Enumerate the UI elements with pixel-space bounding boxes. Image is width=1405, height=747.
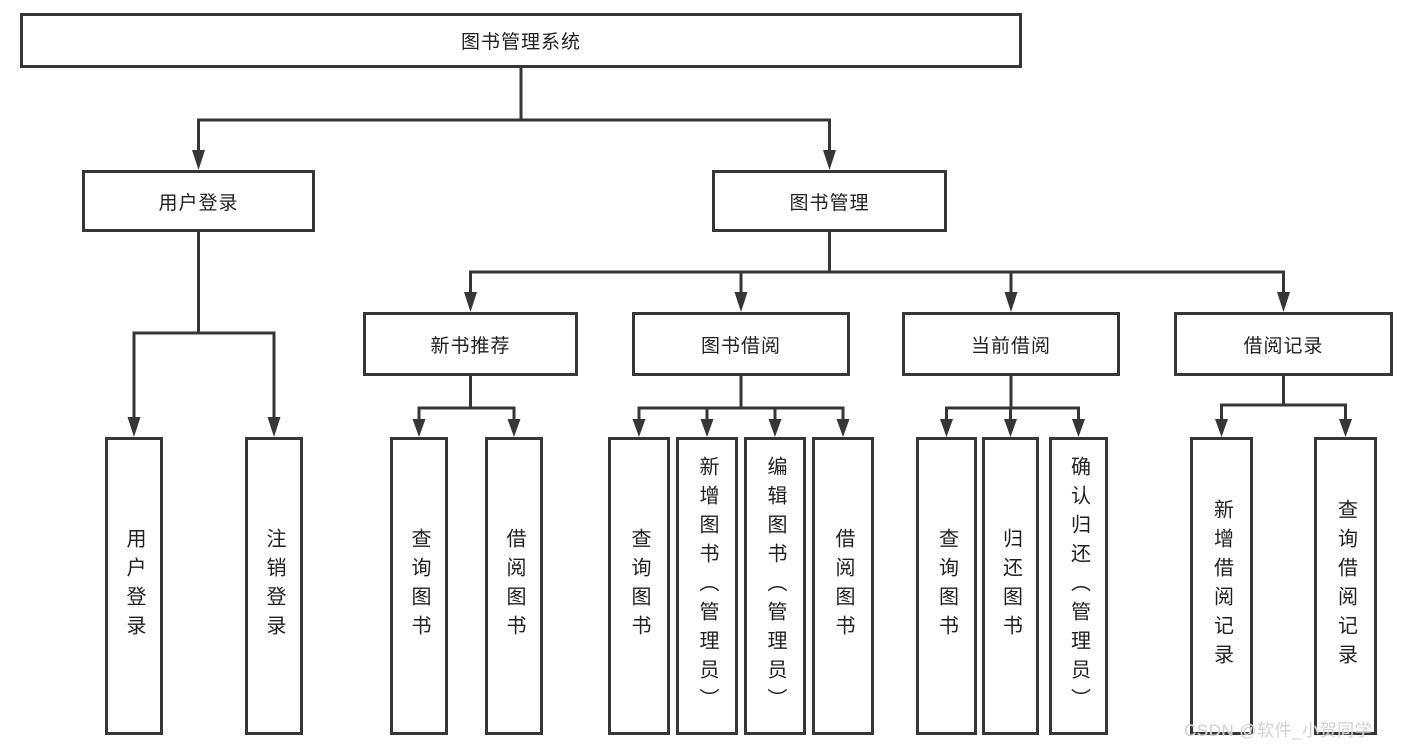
leaf-logout: 注销登录 (245, 437, 303, 735)
leaf-label: 新增借阅记录 (1210, 499, 1233, 673)
node-borrow-record: 借阅记录 (1174, 312, 1393, 376)
leaf-query-borrow-record: 查询借阅记录 (1314, 437, 1377, 735)
node-user-login-label: 用户登录 (158, 192, 239, 214)
leaf-label: 查询图书 (935, 528, 958, 644)
leaf-label: 查询图书 (628, 528, 650, 644)
leaf-label: 查询借阅记录 (1334, 499, 1357, 673)
node-book-mgmt: 图书管理 (712, 170, 947, 232)
node-book-borrow: 图书借阅 (632, 312, 850, 376)
leaf-add-books-admin: 新增图书（管理员） (676, 437, 738, 735)
node-current-borrow: 当前借阅 (902, 312, 1120, 376)
leaf-edit-books-admin: 编辑图书（管理员） (744, 437, 806, 735)
leaf-borrow-books-rec: 借阅图书 (485, 437, 543, 735)
leaf-label: 确认归还（管理员） (1067, 455, 1090, 717)
leaf-query-books-borrow: 查询图书 (608, 437, 670, 735)
leaf-label: 用户登录 (123, 528, 145, 644)
leaf-label: 借阅图书 (832, 528, 854, 644)
leaf-label: 注销登录 (263, 528, 285, 644)
leaf-confirm-return-admin: 确认归还（管理员） (1049, 437, 1108, 735)
leaf-label: 编辑图书（管理员） (764, 455, 786, 717)
node-new-book-rec: 新书推荐 (363, 312, 578, 376)
leaf-label: 借阅图书 (503, 528, 525, 644)
leaf-borrow-books: 借阅图书 (812, 437, 874, 735)
csdn-watermark: CSDN @软件_小贺同学 (1184, 721, 1373, 740)
node-book-mgmt-label: 图书管理 (789, 192, 870, 214)
arrowheads (127, 150, 1352, 437)
leaf-query-books-current: 查询图书 (916, 437, 977, 735)
node-root: 图书管理系统 (20, 13, 1022, 68)
leaf-label: 归还图书 (999, 528, 1022, 644)
node-new-book-rec-label: 新书推荐 (430, 335, 511, 357)
leaf-add-borrow-record: 新增借阅记录 (1190, 437, 1253, 735)
leaf-query-books-rec: 查询图书 (390, 437, 448, 735)
node-borrow-record-label: 借阅记录 (1243, 335, 1324, 357)
leaf-label: 新增图书（管理员） (696, 455, 718, 717)
node-book-borrow-label: 图书借阅 (700, 335, 781, 357)
leaf-return-books: 归还图书 (982, 437, 1039, 735)
leaf-label: 查询图书 (408, 528, 430, 644)
leaf-user-login: 用户登录 (105, 437, 163, 735)
node-current-borrow-label: 当前借阅 (970, 335, 1051, 357)
node-user-login: 用户登录 (82, 170, 315, 232)
node-root-label: 图书管理系统 (460, 32, 581, 53)
